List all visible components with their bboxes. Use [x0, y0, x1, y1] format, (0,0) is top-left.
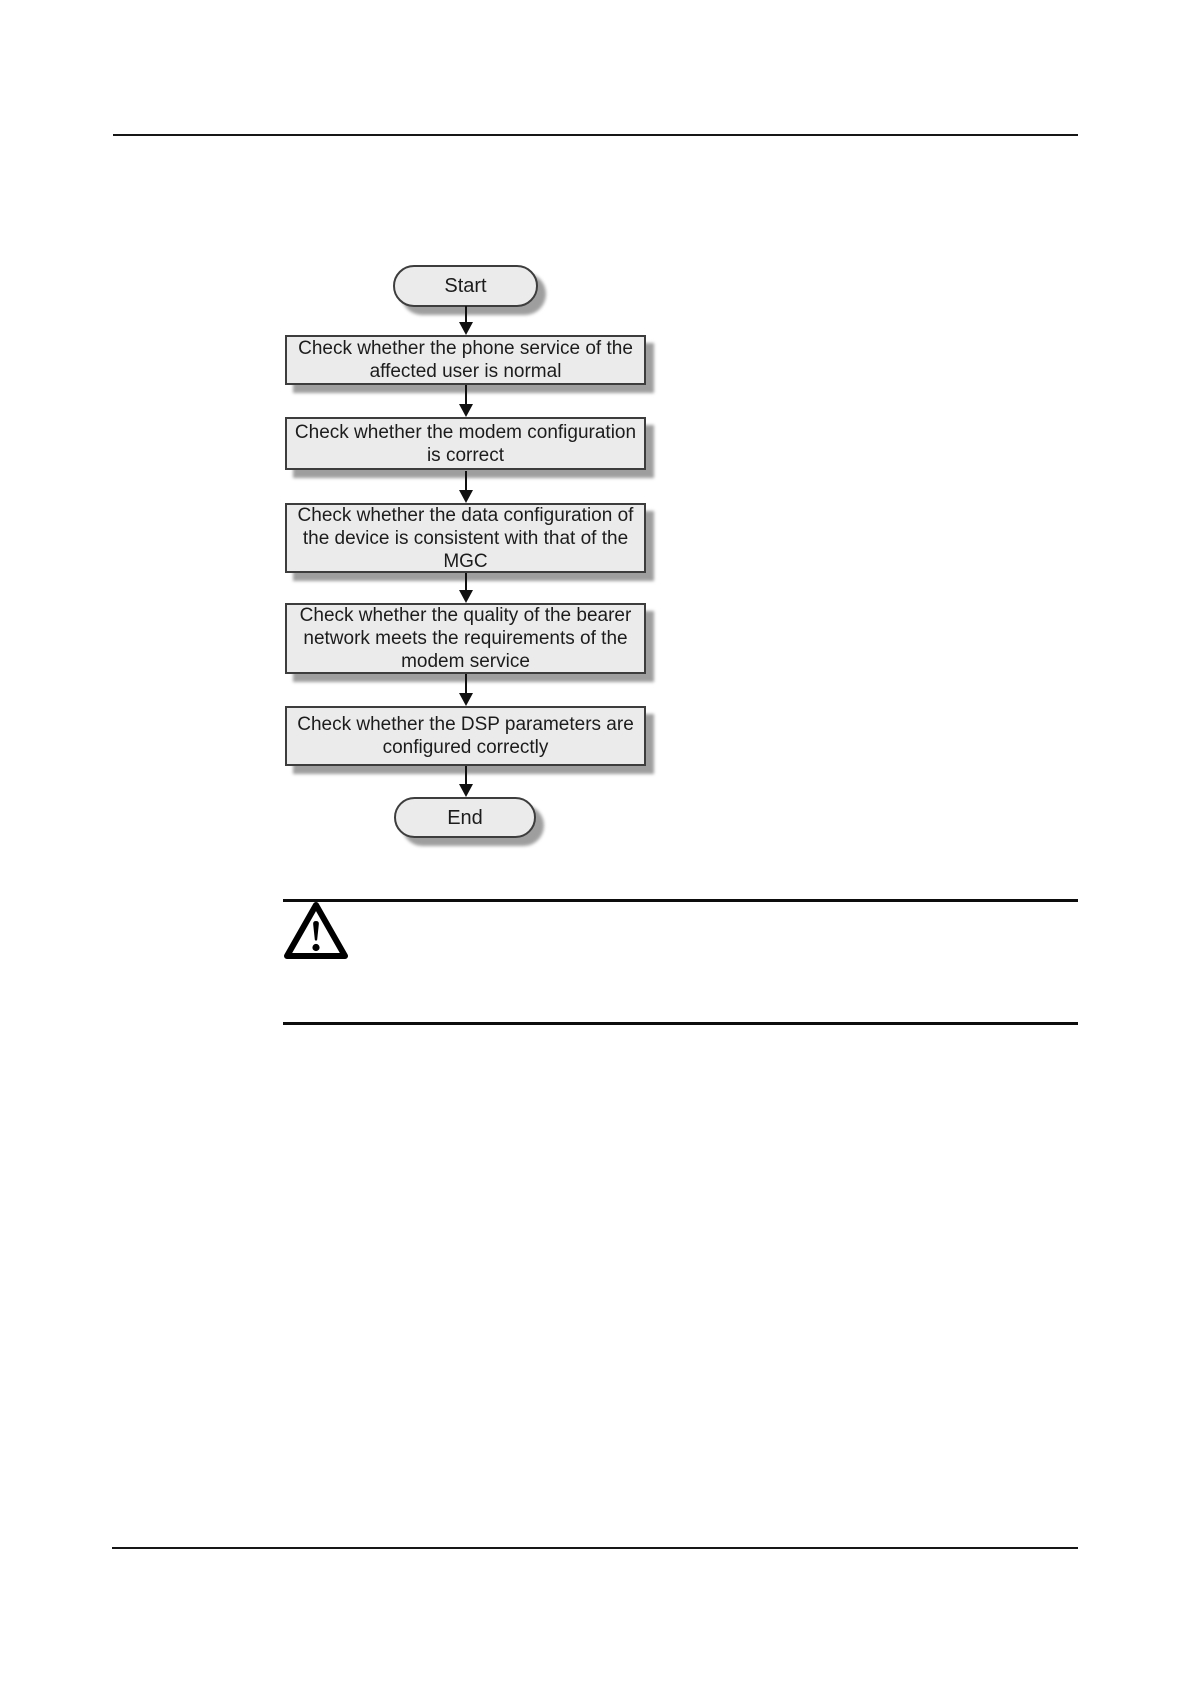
footer-rule — [112, 1547, 1078, 1549]
flowchart-step: Check whether the data configuration of … — [285, 503, 646, 573]
flow-arrow-down-icon — [459, 766, 473, 797]
flow-arrow-down-icon — [459, 674, 473, 706]
flowchart-step: Check whether the modem configuration is… — [285, 417, 646, 470]
flow-arrow-down-icon — [459, 573, 473, 603]
flowchart-start-label: Start — [444, 275, 487, 297]
flowchart-end-terminal: End — [394, 797, 536, 838]
flowchart-step: Check whether the DSP parameters are con… — [285, 706, 646, 766]
header-rule — [113, 134, 1078, 136]
flowchart-start-terminal: Start — [393, 265, 538, 307]
flowchart-step: Check whether the quality of the bearer … — [285, 603, 646, 674]
warning-triangle-icon — [284, 902, 348, 959]
flow-arrow-down-icon — [459, 306, 473, 335]
flowchart-end-label: End — [447, 806, 483, 829]
flow-arrow-down-icon — [459, 385, 473, 417]
caution-bottom-rule — [283, 1022, 1078, 1025]
caution-top-rule — [283, 899, 1078, 902]
flow-arrow-down-icon — [459, 471, 473, 503]
flowchart-step: Check whether the phone service of the a… — [285, 335, 646, 385]
